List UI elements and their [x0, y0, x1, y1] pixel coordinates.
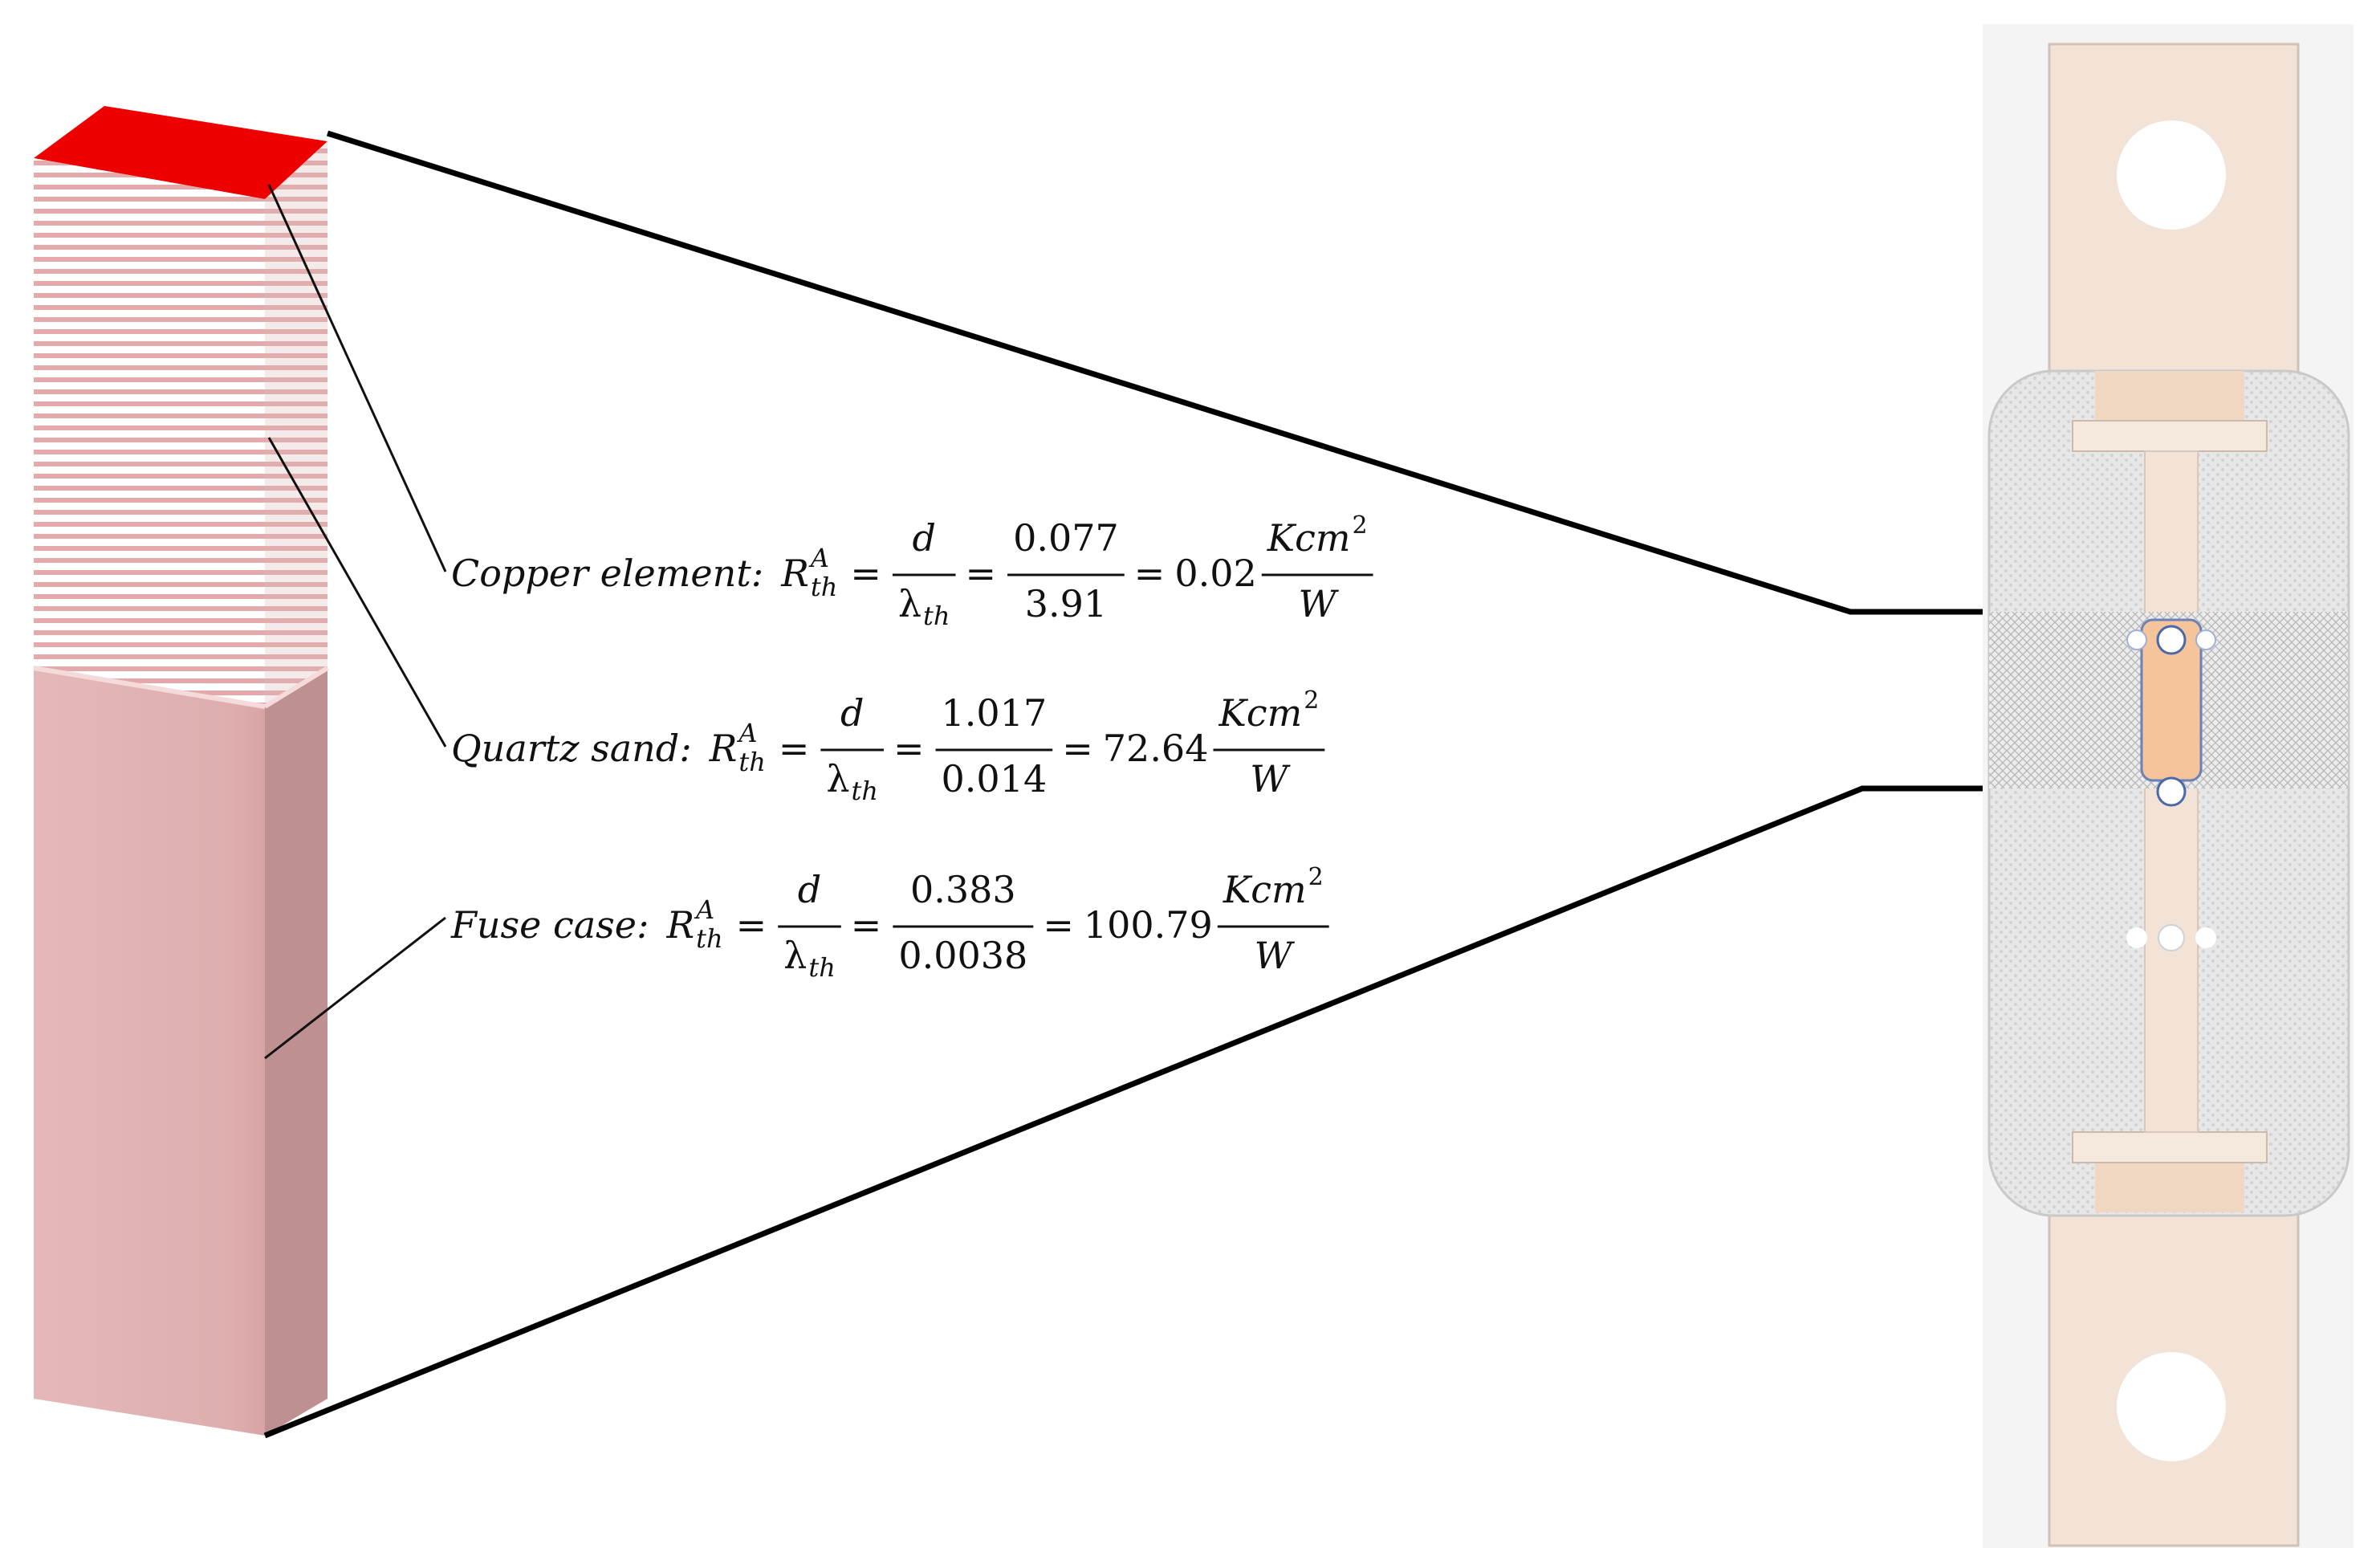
- leader-sand: [267, 437, 447, 748]
- fraction-values-numerator: 0.383: [910, 868, 1016, 911]
- result-value: 72.64: [1103, 727, 1209, 770]
- fraction-d-lambda-numerator: d: [840, 691, 864, 735]
- end-plate-bottom: [2072, 1131, 2268, 1163]
- resistance-superscript: A: [808, 543, 829, 573]
- resistance-subscript: th: [811, 572, 837, 602]
- equals-sign: =: [851, 903, 882, 947]
- notch-top: [2156, 625, 2187, 655]
- quartz-sand-side: [265, 141, 328, 707]
- unit-numerator: Kcm: [1218, 691, 1302, 735]
- equals-sign: =: [1043, 903, 1074, 947]
- resistance-subscript: th: [738, 747, 765, 777]
- unit-denominator: W: [1299, 582, 1340, 625]
- fraction-d-lambda-denominator-subscript: th: [852, 776, 878, 806]
- resistance-symbol: R: [709, 727, 738, 770]
- resistance-subscript: th: [696, 923, 722, 954]
- notch-lower: [2158, 924, 2185, 951]
- equals-sign: =: [850, 552, 881, 595]
- fraction-values-denominator: 0.0038: [898, 934, 1027, 977]
- resistance-symbol: R: [666, 903, 695, 947]
- fraction-d-lambda-denominator-subscript: th: [808, 952, 835, 983]
- fuse-drawing: [1983, 24, 2354, 1548]
- unit-superscript: 2: [1352, 511, 1367, 540]
- notch-top-left: [2126, 629, 2147, 650]
- equation-label: Copper element:: [451, 552, 763, 595]
- fraction-values-denominator: 3.91: [1025, 582, 1107, 625]
- unit-denominator: W: [1250, 757, 1291, 800]
- fraction-d-lambda-denominator: λ: [783, 934, 807, 977]
- fraction-values-numerator: 0.077: [1013, 516, 1119, 560]
- equals-sign: =: [1134, 552, 1166, 595]
- fraction-d-lambda-numerator: d: [798, 868, 821, 911]
- equals-sign: =: [893, 727, 925, 770]
- layered-column: [33, 106, 329, 1436]
- unit-numerator: Kcm: [1223, 868, 1307, 911]
- unit-superscript: 2: [1308, 863, 1324, 891]
- copper-layer-top: [34, 106, 328, 199]
- result-value: 0.02: [1174, 552, 1256, 595]
- fraction-values-numerator: 1.017: [942, 691, 1048, 735]
- fraction-values-denominator: 0.014: [942, 757, 1048, 800]
- result-value: 100.79: [1084, 903, 1213, 947]
- notch-top-right: [2195, 629, 2216, 650]
- equals-sign: =: [736, 903, 767, 947]
- equation-label: Quartz sand:: [451, 727, 692, 770]
- unit-denominator: W: [1255, 934, 1296, 977]
- equals-sign: =: [966, 552, 997, 595]
- end-cap-bottom: [2095, 1163, 2244, 1212]
- fraction-d-lambda-numerator: d: [912, 516, 935, 560]
- quartz-sand-layer: [34, 158, 265, 707]
- fraction-d-lambda-denominator-subscript: th: [923, 601, 950, 631]
- leader-copper: [267, 184, 447, 572]
- resistance-symbol: R: [780, 552, 809, 595]
- mounting-hole-top: [2117, 120, 2226, 230]
- mounting-hole-bottom: [2117, 1352, 2226, 1461]
- fraction-d-lambda-denominator: λ: [826, 757, 849, 800]
- leader-case: [264, 916, 446, 1060]
- equation-label: Fuse case:: [450, 903, 649, 947]
- fuse-case-side: [265, 668, 328, 1436]
- end-cap-top: [2095, 371, 2244, 421]
- end-plate-top: [2072, 420, 2268, 452]
- fraction-d-lambda-denominator: λ: [898, 582, 921, 625]
- notch-bottom: [2156, 776, 2187, 807]
- equals-sign: =: [1062, 727, 1093, 770]
- equals-sign: =: [779, 727, 810, 770]
- fuse-case-layer: [34, 668, 265, 1436]
- unit-numerator: Kcm: [1267, 516, 1351, 560]
- resistance-superscript: A: [736, 718, 757, 748]
- resistance-superscript: A: [694, 894, 714, 925]
- unit-superscript: 2: [1304, 686, 1319, 715]
- leader-lines: [264, 184, 447, 1060]
